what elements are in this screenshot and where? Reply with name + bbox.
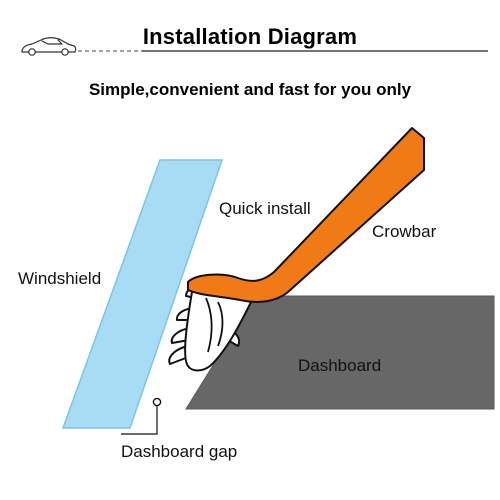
- car-outline-icon: [21, 37, 77, 56]
- dashboard-label: Dashboard: [298, 356, 382, 375]
- page-title: Installation Diagram: [142, 24, 358, 49]
- dashboard-gap-label: Dashboard gap: [121, 442, 238, 461]
- dashboard-panel: [185, 295, 495, 410]
- dashboard-gap-leader: [121, 406, 158, 435]
- windshield-panel: [61, 159, 224, 429]
- windshield-label: Windshield: [18, 269, 102, 288]
- dashboard-gap-marker: [152, 397, 162, 407]
- trim-clip: [168, 279, 255, 372]
- crowbar-label: Crowbar: [372, 222, 437, 241]
- crowbar-tool: [187, 127, 425, 303]
- page-subtitle: Simple,convenient and fast for you only: [88, 80, 412, 99]
- quick-install-label: Quick install: [219, 199, 311, 218]
